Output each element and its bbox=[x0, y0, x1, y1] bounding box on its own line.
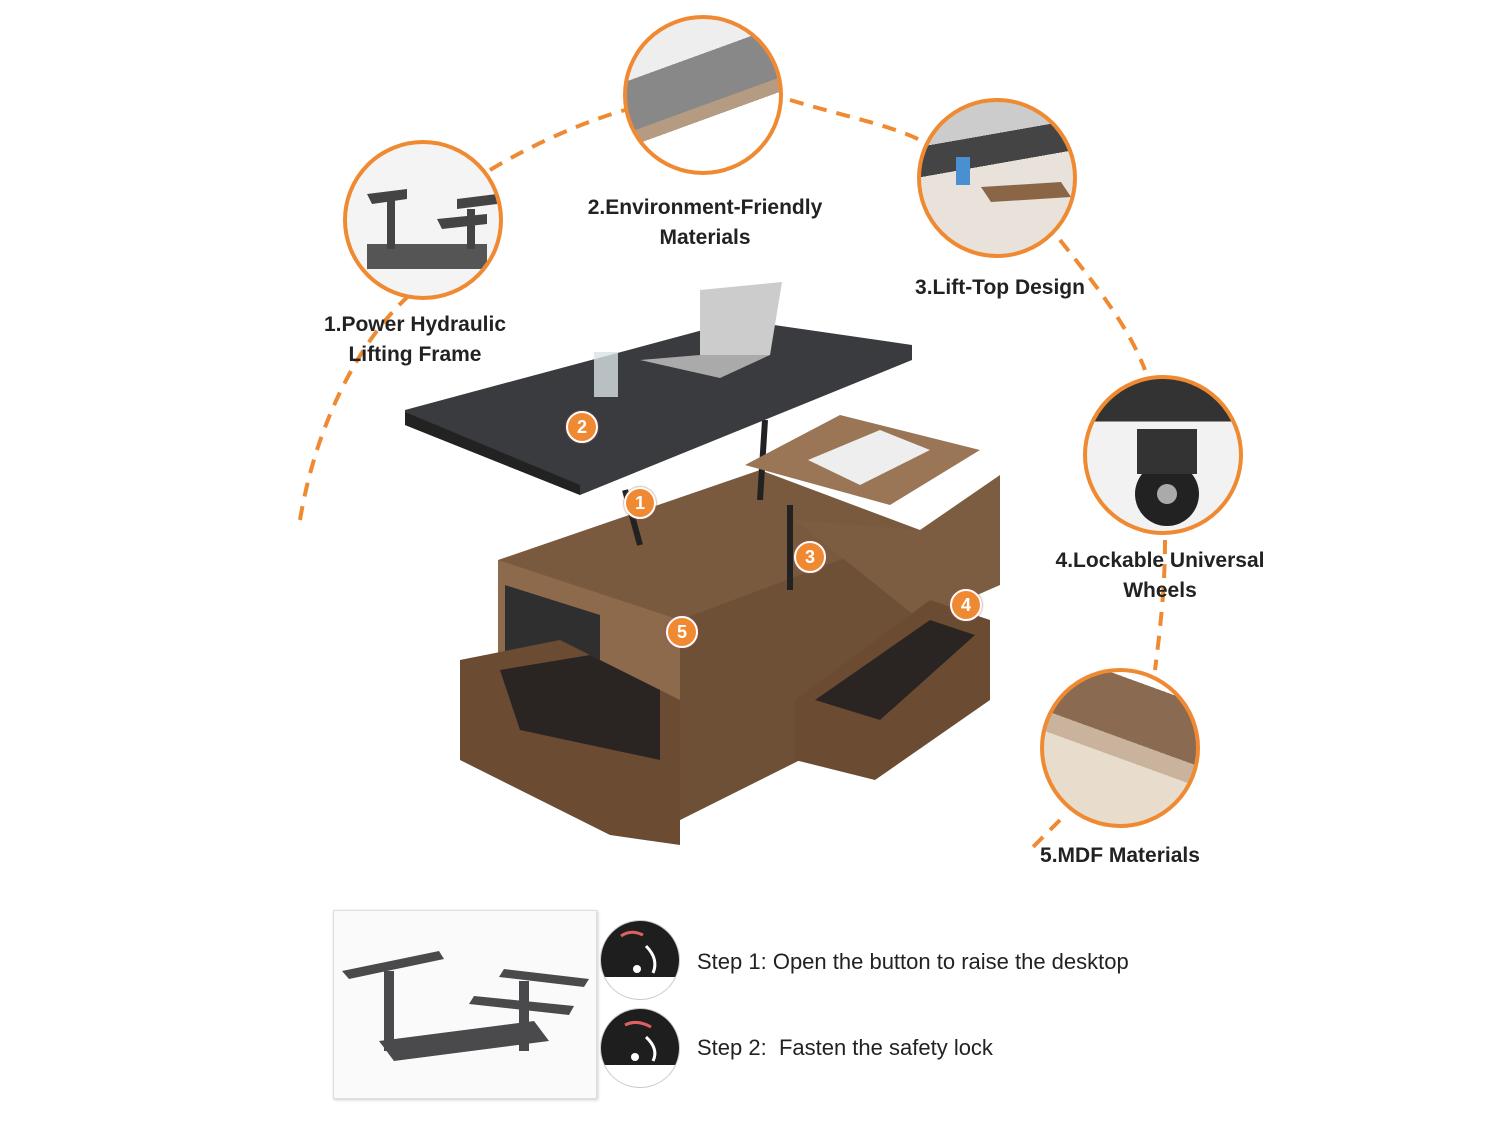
feature-label-5: 5.MDF Materials bbox=[1010, 841, 1230, 871]
badge-5: 5 bbox=[666, 616, 698, 648]
badge-1: 1 bbox=[624, 487, 656, 519]
feature-image-lifting-frame bbox=[343, 140, 503, 300]
step-2-lock-icon bbox=[600, 1008, 680, 1088]
feature-image-materials bbox=[623, 15, 783, 175]
feature-image-lift-top bbox=[917, 98, 1077, 258]
feature-title: 2.Environment-Friendly bbox=[587, 196, 823, 219]
feature-title: 4.Lockable Universal bbox=[1055, 549, 1265, 572]
badge-4: 4 bbox=[950, 589, 982, 621]
step-1-lock-icon bbox=[600, 920, 680, 1000]
feature-label-3: 3.Lift-Top Design bbox=[890, 273, 1110, 303]
step-1-text: Step 1: Open the button to raise the des… bbox=[697, 949, 1129, 974]
step-2-text: Step 2: Fasten the safety lock bbox=[697, 1035, 993, 1060]
feature-image-mdf bbox=[1040, 668, 1200, 828]
feature-subtitle: Wheels bbox=[1123, 579, 1197, 602]
feature-subtitle: Materials bbox=[659, 226, 751, 249]
feature-title: 1.Power Hydraulic bbox=[323, 313, 507, 336]
badge-3: 3 bbox=[794, 541, 826, 573]
lifting-frame-photo bbox=[333, 910, 597, 1099]
feature-title: 3.Lift-Top Design bbox=[915, 276, 1085, 299]
feature-subtitle: Lifting Frame bbox=[348, 343, 482, 366]
badge-2: 2 bbox=[566, 411, 598, 443]
feature-title: 5.MDF Materials bbox=[1040, 844, 1200, 867]
feature-image-wheels bbox=[1083, 375, 1243, 535]
